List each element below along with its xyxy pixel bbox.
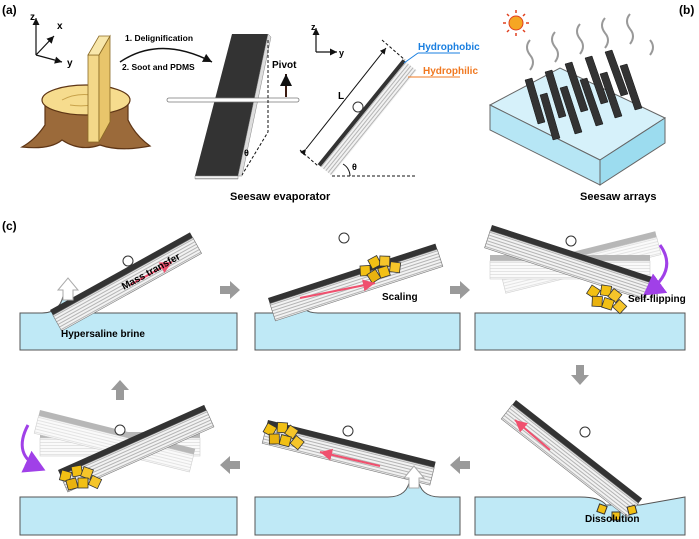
pivot-label: Pivot	[272, 60, 297, 71]
stage-1-mass-transfer: Mass transfer Hypersaline brine	[19, 232, 238, 351]
flow-arrow-left-2	[220, 456, 240, 474]
axis-y-label-2: y	[339, 48, 344, 58]
seesaw-evaporator-caption: Seesaw evaporator	[230, 191, 331, 203]
axes-xyz-icon	[32, 18, 63, 64]
stage-4-dissolution: Dissolution	[474, 399, 686, 536]
seesaw-arrays-caption: Seesaw arrays	[580, 191, 656, 203]
hypersaline-brine-label: Hypersaline brine	[61, 329, 145, 340]
length-arrow	[299, 47, 387, 156]
step-delignification: 1. Delignification	[125, 33, 193, 43]
panel-a-label: (a)	[2, 3, 17, 17]
flow-arrow-right-1	[220, 281, 240, 299]
flow-arrow-up	[111, 380, 129, 400]
dissolution-label: Dissolution	[585, 514, 639, 525]
pivot-rod	[166, 97, 300, 103]
length-label: L	[338, 91, 344, 102]
panel-c-label: (c)	[2, 219, 17, 233]
axis-x-label: x	[57, 21, 63, 32]
flow-arrow-right-2	[450, 281, 470, 299]
hydrophilic-label: Hydrophilic	[423, 66, 478, 77]
stage-2-scaling: Scaling	[254, 232, 461, 351]
flow-arrow-down	[571, 365, 589, 385]
theta-label-side: θ	[352, 162, 357, 172]
seesaw-evaporator-3d	[166, 33, 300, 180]
process-arrow	[119, 47, 213, 63]
seesaw-side-view	[317, 59, 417, 176]
stage-6-flip-back	[19, 404, 238, 536]
hydrophobic-label: Hydrophobic	[418, 42, 480, 53]
flow-arrow-left-1	[450, 456, 470, 474]
pivot-circle	[352, 101, 364, 113]
seesaw-array-tank	[488, 13, 667, 186]
scaling-label: Scaling	[382, 292, 418, 303]
wood-plank	[87, 34, 111, 143]
axes-yz-icon	[312, 28, 337, 56]
stage-3-self-flipping: Self-flipping	[474, 224, 686, 351]
axis-z-label-2: z	[311, 22, 316, 32]
tree-stump-illustration	[20, 84, 152, 150]
sun-icon	[503, 10, 529, 36]
self-flipping-label: Self-flipping	[628, 294, 686, 305]
axis-y-label: y	[67, 58, 73, 69]
panel-b-label: (b)	[679, 3, 694, 17]
step-soot-pdms: 2. Soot and PDMS	[122, 62, 195, 72]
stage-5-return	[254, 417, 461, 536]
theta-label-3d: θ	[244, 148, 249, 158]
axis-z-label: z	[30, 12, 35, 23]
